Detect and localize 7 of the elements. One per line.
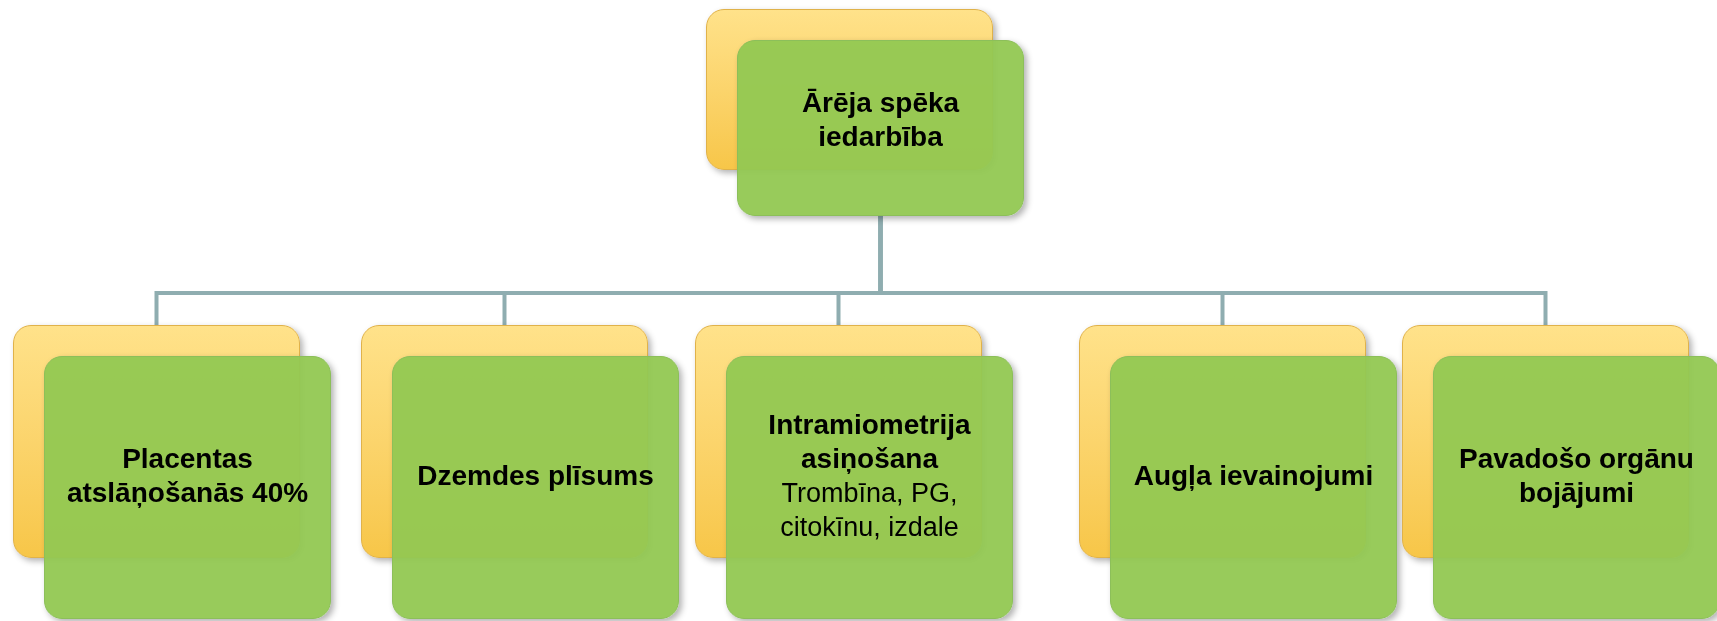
box-heading: Augļa ievainojumi: [1133, 458, 1374, 493]
box-heading: Placentas atslāņošanās 40%: [65, 441, 310, 510]
box-heading: Intramiometrija asiņošana: [767, 407, 972, 476]
box-text: Trombīna, PG, citokīnu, izdale: [779, 476, 960, 544]
box-heading: Dzemdes plīsums: [417, 458, 654, 493]
box-heading: Ārēja spēka iedarbība: [800, 86, 961, 154]
box-heading: Pavadošo orgānu bojājumi: [1458, 441, 1695, 510]
